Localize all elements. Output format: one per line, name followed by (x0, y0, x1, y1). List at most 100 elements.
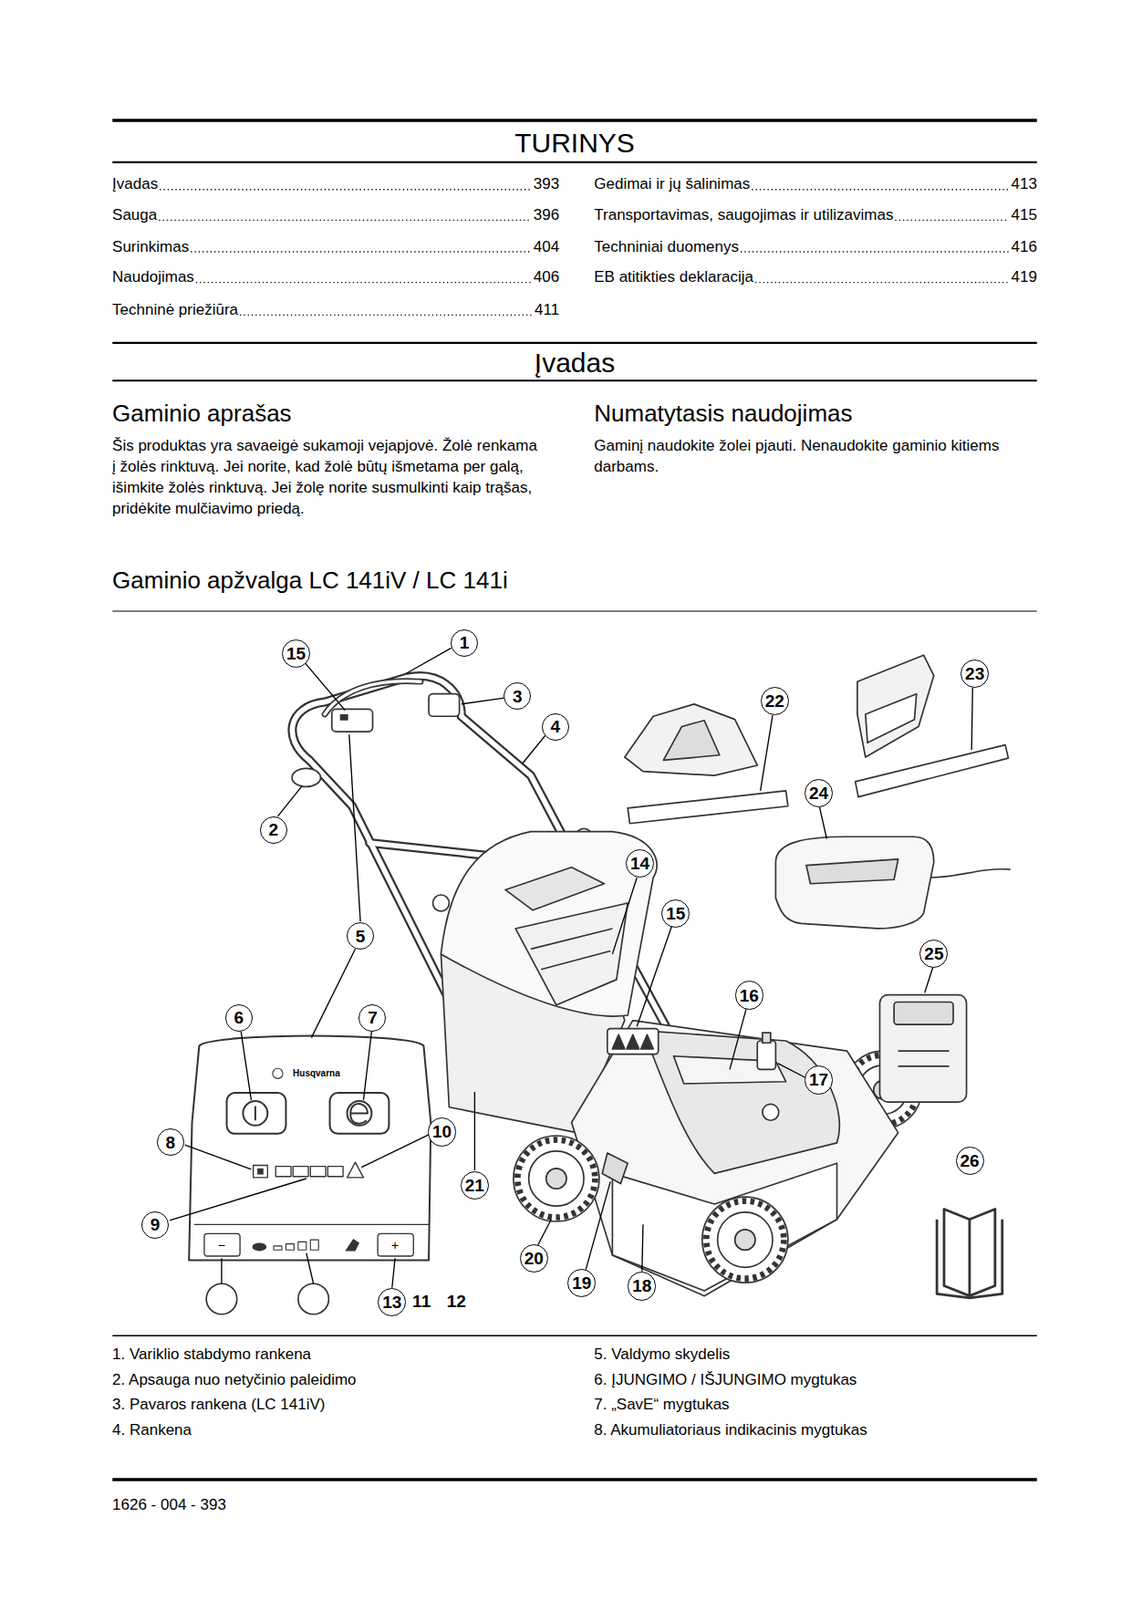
callout-circle: 15 (661, 899, 690, 928)
page-rule (112, 1334, 1037, 1337)
leader-line (522, 736, 546, 764)
mower-deck (643, 1030, 840, 1174)
callout-circle: 18 (627, 1271, 656, 1300)
wheel (513, 1135, 789, 1283)
grass-catcher (530, 928, 613, 949)
page-number: 396 (533, 206, 560, 225)
callout-circle: 10 (427, 1117, 457, 1146)
leader-line (729, 1008, 747, 1070)
mower-deck (571, 1020, 899, 1297)
wheel (717, 1212, 773, 1268)
callout-number: 26 (960, 1152, 980, 1170)
control-panel (252, 1242, 268, 1251)
page-number: 416 (1011, 238, 1038, 257)
wheel (513, 1135, 600, 1222)
callout-circle: 4 (541, 713, 570, 741)
callout-circle: 13 (377, 1287, 406, 1317)
control-panel (272, 1068, 283, 1079)
leader-dots (239, 314, 532, 316)
page-number: 404 (533, 238, 560, 257)
handle (309, 759, 455, 1010)
control-panel (227, 1092, 287, 1134)
control-panel (204, 1233, 240, 1257)
page-rule (112, 342, 1037, 344)
leader-line (169, 1178, 307, 1221)
handle (433, 894, 450, 912)
control-panel (330, 1092, 390, 1134)
leader-line (461, 697, 505, 705)
toc-entry: Naudojimas (112, 268, 195, 287)
page-number: 413 (1011, 175, 1038, 194)
handle (291, 675, 461, 760)
leader-line (585, 1181, 611, 1269)
list-item: 1. Variklio stabdymo rankena (112, 1345, 312, 1364)
control-panel (194, 1224, 429, 1226)
leader-line (612, 877, 637, 955)
accessory (627, 790, 789, 824)
wheel (702, 1196, 789, 1283)
handle (291, 675, 665, 1026)
leader-dots (158, 219, 531, 221)
leader-line (361, 1134, 429, 1168)
toc-entry: Įvadas (112, 175, 158, 194)
wheel (706, 1201, 784, 1279)
list-item: 3. Pavaros rankena (LC 141iV) (112, 1395, 325, 1414)
toc-entry: Techniniai duomenys (593, 238, 739, 257)
accessory (968, 1219, 972, 1297)
page-number: 411 (534, 301, 560, 320)
leader-line (311, 948, 355, 1038)
leader-line (277, 785, 302, 817)
leader-line (538, 1219, 552, 1246)
callout-circle: 20 (519, 1244, 549, 1273)
callout-number: 19 (571, 1274, 592, 1292)
button-label: − (218, 1237, 226, 1254)
callout-number: 12 (446, 1291, 467, 1313)
accessory (624, 654, 1011, 1299)
list-item: 6. ĮJUNGIMO / IŠJUNGIMO mygtukas (593, 1370, 857, 1390)
callout-circle: 19 (567, 1268, 596, 1298)
callout-circle: 21 (460, 1171, 489, 1200)
control-panel (298, 1283, 330, 1315)
control-panel (188, 1035, 431, 1314)
wheel (517, 1140, 595, 1218)
callout-number: 9 (150, 1215, 161, 1234)
page-rule (112, 120, 1037, 1480)
grass-catcher (505, 867, 605, 911)
leader-line (392, 1257, 395, 1288)
callout-circle: 2 (259, 816, 288, 844)
leader-line (405, 647, 451, 674)
control-panel (310, 1239, 319, 1250)
handle (309, 759, 455, 1010)
handle (291, 675, 665, 1026)
callout-circle: 15 (281, 639, 311, 668)
page-title: TURINYS (514, 126, 635, 160)
accessory (898, 1065, 950, 1068)
accessory (762, 1032, 771, 1043)
page-number: 406 (533, 268, 560, 287)
callout-number: 22 (765, 692, 785, 710)
control-panel (285, 1244, 294, 1251)
callout-circle: 6 (225, 1004, 253, 1032)
accessory (893, 1001, 954, 1025)
handle (428, 694, 460, 717)
callout-circle: 5 (346, 922, 374, 950)
leader-line (305, 663, 346, 710)
mower-deck (571, 1020, 899, 1297)
page-rule (112, 1477, 1037, 1481)
callout-number: 23 (965, 664, 985, 683)
list-item: 7. „SavE“ mygtukas (593, 1395, 729, 1414)
leader-line (169, 647, 973, 1288)
button-label: + (391, 1237, 399, 1254)
callout-number: 7 (367, 1008, 378, 1027)
callout-number: 1 (459, 633, 470, 652)
leader-dots (159, 188, 531, 190)
toc-entry: Techninė priežiūra (112, 301, 239, 320)
control-panel (254, 1106, 257, 1122)
subheading: Numatytasis naudojimas (593, 399, 852, 428)
wheel (735, 1229, 756, 1250)
leader-line (636, 926, 672, 1028)
callout-number: 21 (465, 1176, 485, 1195)
list-item: 5. Valdymo skydelis (593, 1345, 730, 1364)
callout-circle: 1 (450, 629, 478, 657)
